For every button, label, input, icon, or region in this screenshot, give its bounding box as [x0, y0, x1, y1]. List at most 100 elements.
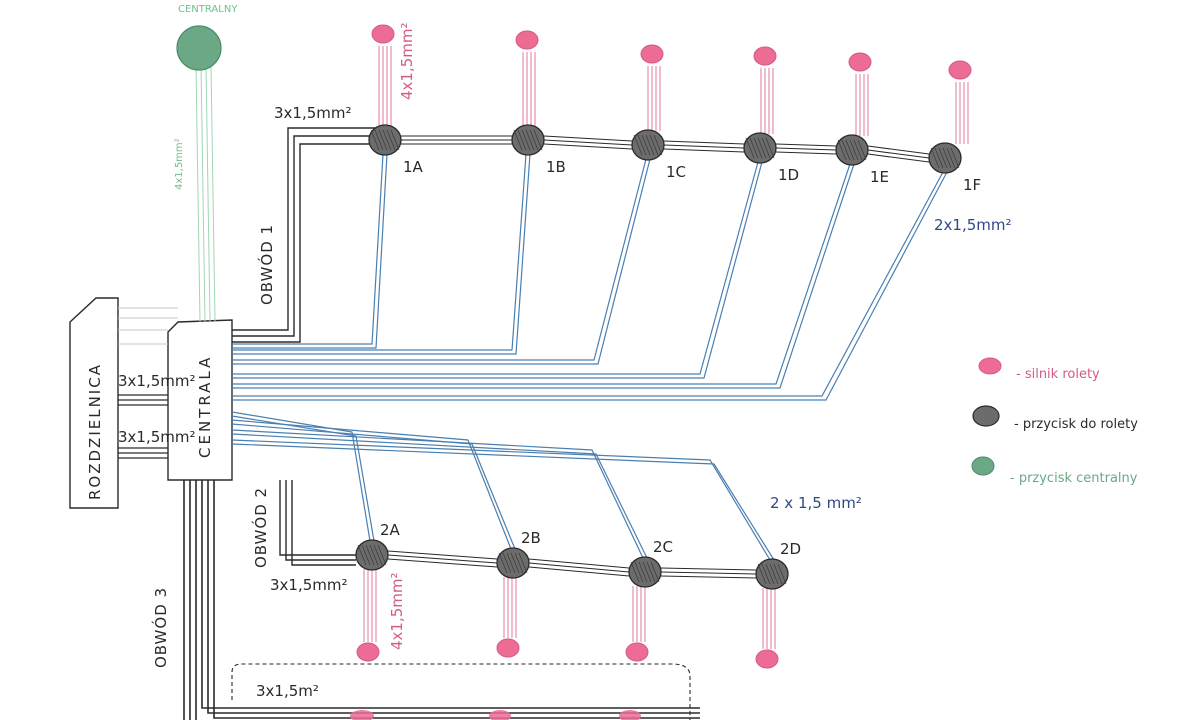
obwod3-label: OBWÓD 3	[151, 587, 170, 668]
circuit1-link-1	[543, 135, 633, 142]
switch-icon	[743, 132, 777, 164]
circuit1-link-3	[775, 151, 837, 155]
switch-icon	[928, 142, 962, 174]
switch-hatch	[934, 147, 944, 169]
control-wire-1c-b	[232, 158, 651, 365]
switch-label-1f: 1F	[963, 176, 981, 194]
circuit3-power-cable	[183, 480, 700, 720]
switch-hatch	[769, 563, 779, 585]
switch-hatch	[377, 544, 387, 566]
control-wire-2b-b	[231, 423, 516, 550]
circuit1-link-2	[663, 140, 745, 145]
switch-label-2a: 2A	[380, 521, 401, 539]
control-wire-1e	[232, 163, 851, 385]
circuit1-link-4	[867, 149, 930, 159]
device-1a: 1A	[368, 24, 424, 176]
motor-cables	[363, 46, 969, 649]
switch-hatch	[642, 561, 652, 583]
green-cable-label: 4x1,5mm²	[174, 138, 185, 190]
switch-hatch	[650, 561, 660, 583]
switch-hatch	[777, 563, 787, 585]
switch-hatch	[529, 129, 539, 151]
switch-hatch	[373, 544, 383, 566]
motor-icon	[755, 649, 779, 669]
device-2d: 2D	[755, 540, 801, 669]
control-wire-2a-b	[231, 415, 375, 542]
switch-hatch	[357, 544, 367, 566]
legend-switch-text: - przycisk do rolety	[1014, 417, 1138, 432]
cable-label-obwod3: 3x1,5m²	[256, 682, 319, 700]
switch-label-1b: 1B	[546, 158, 566, 176]
circuit2-link-0	[387, 550, 498, 560]
switch-icon	[755, 558, 789, 590]
motor-icon	[496, 638, 520, 658]
switch-hatch	[950, 147, 960, 169]
circuit2-link-2	[660, 575, 757, 579]
control-wire-2d-b	[231, 443, 775, 561]
motor-icon	[848, 52, 872, 72]
switch-hatch	[533, 129, 543, 151]
rozdzielnica-label: ROZDZIELNICA	[86, 363, 104, 500]
motor-icon	[640, 44, 664, 64]
switch-hatch	[637, 134, 647, 156]
switch-hatch	[853, 139, 863, 161]
control-wire-1b-b	[232, 153, 531, 355]
switch-hatch	[942, 147, 952, 169]
switch-hatch	[946, 147, 956, 169]
circuit2-link-1	[528, 558, 630, 569]
obwod1-label: OBWÓD 1	[257, 224, 276, 305]
switch-icon	[368, 124, 402, 156]
switch-label-2d: 2D	[780, 540, 801, 558]
cable-2x-top-label: 2x1,5mm²	[934, 216, 1012, 234]
control-wire-1d	[232, 161, 759, 375]
control-wire-1a-b	[232, 153, 388, 349]
cable-label-bottom: 3x1,5mm²	[270, 576, 348, 594]
switch-hatch	[845, 139, 855, 161]
switch-icon	[835, 134, 869, 166]
circuit3-dashed-outline	[231, 663, 691, 720]
switch-hatch	[857, 139, 867, 161]
circuit2-link-0	[387, 558, 498, 568]
control-wire-1a	[232, 153, 384, 345]
legend-central-text: - przycisk centralny	[1010, 471, 1138, 486]
control-wires	[231, 153, 948, 561]
motor-icon	[753, 46, 777, 66]
switch-hatch	[386, 129, 396, 151]
switch-hatch	[641, 134, 651, 156]
switch-icon	[628, 556, 662, 588]
board-to-central-cables	[118, 394, 168, 459]
centrala-box: CENTRALA	[167, 319, 233, 481]
switch-hatch	[370, 129, 380, 151]
switch-hatch	[365, 544, 375, 566]
switch-hatch	[638, 561, 648, 583]
rozdzielnica-box: ROZDZIELNICA	[69, 297, 119, 509]
circuit3-partial-motors	[350, 710, 641, 720]
switch-hatch	[837, 139, 847, 161]
switch-icon	[631, 129, 665, 161]
switch-label-1a: 1A	[403, 158, 424, 176]
switch-hatch	[849, 139, 859, 161]
switch-hatch	[521, 129, 531, 151]
legend-item-central: - przycisk centralny	[971, 456, 1138, 486]
switch-hatch	[510, 552, 520, 574]
switch-icon	[972, 405, 1000, 427]
central-switch: CENTRALNY 4x1,5mm²	[174, 4, 238, 323]
switch-hatch	[498, 552, 508, 574]
switch-label-1d: 1D	[778, 166, 799, 184]
switch-hatch	[633, 134, 643, 156]
switch-hatch	[930, 147, 940, 169]
faint-board-cables	[118, 307, 178, 345]
device-1d: 1D	[743, 46, 799, 184]
control-wire-2a	[231, 411, 371, 542]
motor-icon	[948, 60, 972, 80]
switch-hatch	[514, 552, 524, 574]
switch-hatch	[761, 563, 771, 585]
switch-hatch	[382, 129, 392, 151]
cable-label-centrala-1: 3x1,5mm²	[118, 372, 196, 390]
obwod2-label: OBWÓD 2	[251, 487, 270, 568]
switch-icon	[511, 124, 545, 156]
switch-hatch	[645, 134, 655, 156]
switch-hatch	[757, 563, 767, 585]
control-wire-2c	[231, 429, 644, 559]
